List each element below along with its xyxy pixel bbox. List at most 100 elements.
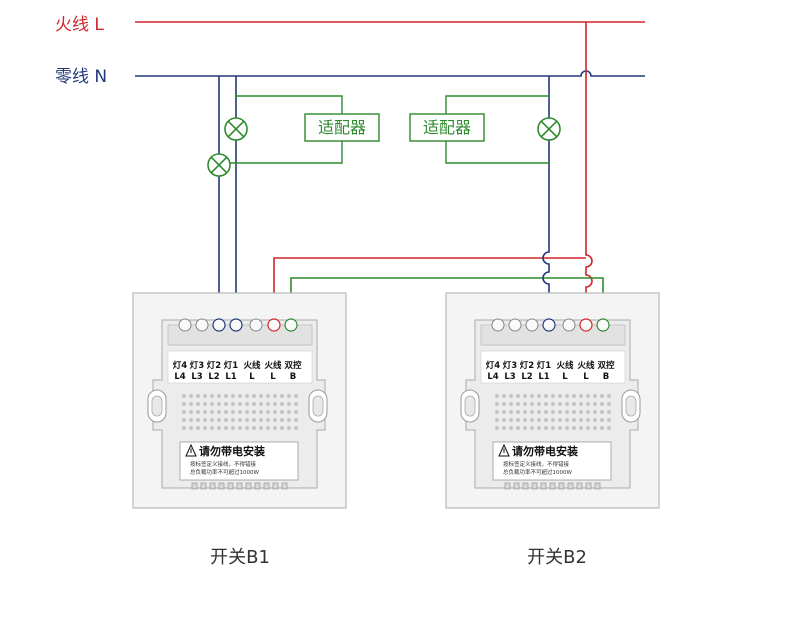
vent-dot	[266, 394, 270, 398]
module-tooth	[254, 482, 261, 490]
vent-dot	[224, 418, 228, 422]
vent-dot	[217, 418, 221, 422]
vent-dot	[203, 410, 207, 414]
switch-b1-warning-label	[179, 441, 299, 481]
vent-dot	[544, 418, 548, 422]
vent-dot	[294, 402, 298, 406]
vent-dot	[252, 426, 256, 430]
module-tooth	[245, 482, 252, 490]
vent-dot	[245, 426, 249, 430]
vent-dot	[259, 394, 263, 398]
vent-dot	[572, 410, 576, 414]
vent-dot	[203, 394, 207, 398]
vent-dot	[558, 410, 562, 414]
vent-dot	[551, 402, 555, 406]
vent-dot	[259, 402, 263, 406]
vent-dot	[287, 426, 291, 430]
mounting-hole-icon	[147, 389, 167, 423]
vent-dot	[607, 418, 611, 422]
b1-term-top-6: 火线	[264, 360, 282, 371]
vent-dot	[579, 394, 583, 398]
vent-dot	[523, 410, 527, 414]
module-tooth	[549, 482, 556, 490]
vent-dot	[210, 418, 214, 422]
vent-dot	[294, 418, 298, 422]
vent-dot	[607, 410, 611, 414]
vent-dot	[238, 410, 242, 414]
switch-b1-caption: 开关B1	[210, 547, 270, 568]
b1-warning-title: 请勿带电安装	[199, 444, 265, 458]
vent-dot	[565, 402, 569, 406]
switch-b1-bottom-teeth	[191, 482, 288, 490]
vent-dot	[607, 394, 611, 398]
vent-dot	[572, 426, 576, 430]
b2-warning-title: 请勿带电安装	[512, 444, 578, 458]
vent-dot	[600, 394, 604, 398]
vent-dot	[196, 426, 200, 430]
vent-dot	[196, 394, 200, 398]
b2-term-bottom-2: L3	[504, 372, 515, 382]
vent-dot	[558, 394, 562, 398]
switch-b1-screw-terminals	[178, 318, 298, 332]
vent-dot	[509, 418, 513, 422]
vent-dot	[537, 402, 541, 406]
vent-dot	[231, 410, 235, 414]
vent-dot	[189, 418, 193, 422]
module-tooth	[540, 482, 547, 490]
adapter1-top-lead	[236, 95, 343, 114]
b2-term-top-2: 灯3	[503, 360, 518, 371]
vent-dot	[593, 426, 597, 430]
switch-b1: 灯4 灯3 灯2 灯1 火线 火线 双控 L4 L3 L2 L1 L L B 请…	[132, 292, 347, 509]
vent-dot	[252, 410, 256, 414]
module-tooth	[522, 482, 529, 490]
vent-dot	[238, 402, 242, 406]
vent-dot	[280, 394, 284, 398]
module-tooth	[558, 482, 565, 490]
vent-dot	[558, 418, 562, 422]
neutral-main-wire	[135, 70, 645, 77]
vent-dot	[509, 402, 513, 406]
vent-dot	[252, 402, 256, 406]
mounting-hole-icon	[621, 389, 641, 423]
vent-dot	[565, 418, 569, 422]
b2-term-bottom-6: L	[583, 372, 589, 382]
b2-term-top-6: 火线	[577, 360, 595, 371]
vent-dot	[495, 402, 499, 406]
vent-dot	[224, 402, 228, 406]
vent-dot	[273, 410, 277, 414]
vent-dot	[266, 410, 270, 414]
b2-term-bottom-7: B	[603, 372, 609, 382]
vent-dot	[259, 410, 263, 414]
vent-dot	[537, 410, 541, 414]
vent-dot	[530, 402, 534, 406]
vent-dot	[579, 410, 583, 414]
b1-term-bottom-1: L4	[174, 372, 185, 382]
b2-term-bottom-1: L4	[487, 372, 498, 382]
vent-dot	[565, 426, 569, 430]
b1-warning-line2: 总负载功率不可超过1000W	[190, 468, 259, 476]
vent-dot	[224, 426, 228, 430]
vent-dot	[217, 426, 221, 430]
live-line-label: 火线 L	[55, 15, 104, 35]
vent-dot	[593, 410, 597, 414]
vent-dot	[607, 426, 611, 430]
vent-dot	[217, 402, 221, 406]
b2-term-top-1: 灯4	[486, 360, 501, 371]
vent-dot	[287, 418, 291, 422]
module-tooth	[567, 482, 574, 490]
vent-dot	[252, 418, 256, 422]
vent-dot	[238, 394, 242, 398]
vent-dot	[586, 402, 590, 406]
module-tooth	[191, 482, 198, 490]
vent-dot	[495, 410, 499, 414]
vent-dot	[259, 418, 263, 422]
lamp-icon	[224, 117, 248, 141]
b1-term-bottom-4: L1	[225, 372, 236, 382]
b2-warning-line1: 按标签定义接线，不得错接	[503, 460, 570, 468]
vent-dot	[551, 394, 555, 398]
vent-dot	[551, 426, 555, 430]
module-tooth	[236, 482, 243, 490]
vent-dot	[544, 410, 548, 414]
vent-dot	[245, 402, 249, 406]
neutral-line-label: 零线 N	[55, 67, 107, 87]
